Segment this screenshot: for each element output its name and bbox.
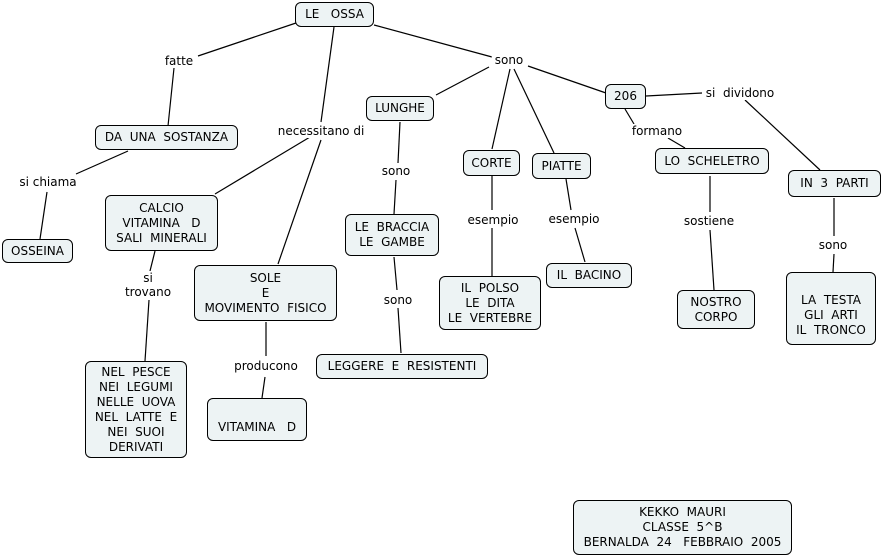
label-producono: producono	[231, 359, 301, 373]
label-formano: formano	[628, 124, 686, 138]
node-le-braccia: LE BRACCIA LE GAMBE	[345, 214, 439, 256]
label-si-dividono: si dividono	[702, 86, 778, 100]
node-nostro-corpo: NOSTRO CORPO	[677, 290, 755, 329]
node-il-bacino: IL BACINO	[546, 263, 632, 288]
label-sono-main: sono	[491, 53, 527, 67]
node-calcio: CALCIO VITAMINA D SALI MINERALI	[105, 195, 218, 251]
label-sono-braccia: sono	[380, 293, 416, 307]
node-lunghe: LUNGHE	[366, 96, 434, 121]
node-piatte: PIATTE	[532, 153, 591, 179]
node-nel-pesce: NEL PESCE NEI LEGUMI NELLE UOVA NEL LATT…	[85, 361, 187, 458]
node-osseina: OSSEINA	[2, 239, 73, 263]
node-vitamina-d: VITAMINA D	[207, 398, 307, 441]
label-esempio-corte: esempio	[464, 213, 522, 227]
node-le-ossa: LE OSSA	[295, 2, 374, 27]
node-206: 206	[605, 84, 646, 109]
node-lo-scheletro: LO SCHELETRO	[655, 148, 769, 174]
node-da-una-sostanza: DA UNA SOSTANZA	[95, 125, 238, 150]
label-sono-parti: sono	[815, 238, 851, 252]
label-sono-lunghe: sono	[378, 164, 414, 178]
label-sostiene: sostiene	[680, 214, 738, 228]
label-necessitano-di: necessitano di	[274, 124, 368, 138]
label-esempio-piatte: esempio	[545, 212, 603, 226]
label-fatte: fatte	[161, 54, 197, 68]
node-in-3-parti: IN 3 PARTI	[788, 170, 881, 197]
node-corte: CORTE	[463, 150, 520, 176]
node-la-testa: LA TESTA GLI ARTI IL TRONCO	[786, 272, 876, 345]
node-il-polso: IL POLSO LE DITA LE VERTEBRE	[439, 276, 541, 330]
label-si-chiama: si chiama	[16, 175, 80, 189]
node-leggere-resistenti: LEGGERE E RESISTENTI	[316, 354, 488, 379]
author-credit-box: KEKKO MAURI CLASSE 5^B BERNALDA 24 FEBBR…	[573, 500, 792, 555]
node-sole: SOLE E MOVIMENTO FISICO	[194, 265, 337, 321]
label-si-trovano: si trovano	[121, 271, 175, 299]
